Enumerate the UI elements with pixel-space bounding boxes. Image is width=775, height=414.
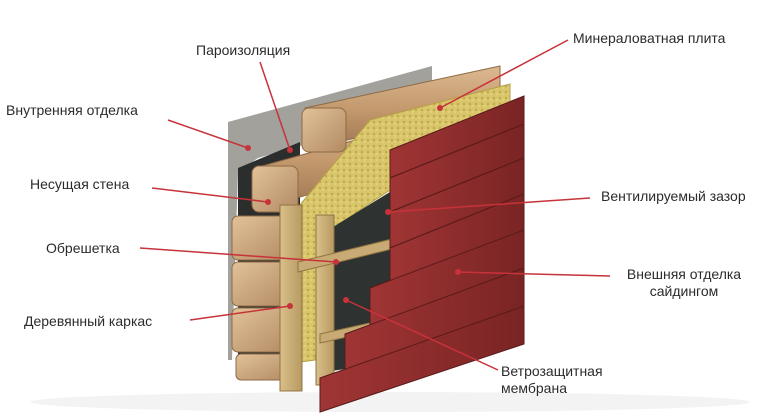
label-wind-membrane: Ветрозащитная мембрана xyxy=(501,363,603,397)
leader-dot-vapor-barrier xyxy=(287,147,293,153)
label-exterior-finish-line1: Внешняя отделка xyxy=(626,266,742,282)
label-wind-membrane-line1: Ветрозащитная xyxy=(501,363,603,379)
interior-finish-layer xyxy=(228,66,432,360)
leader-load-bearing-wall xyxy=(151,187,269,203)
leader-wind-membrane xyxy=(345,299,499,371)
leader-dot-mineral-wool xyxy=(437,105,443,111)
label-exterior-finish-line2: сайдингом xyxy=(649,283,719,299)
leader-dot-wood-frame xyxy=(287,303,293,309)
label-interior-finish: Внутренняя отделка xyxy=(6,102,138,118)
leader-interior-finish xyxy=(167,119,249,149)
label-exterior-finish: Внешняя отделка сайдингом xyxy=(614,266,754,300)
leader-wood-frame xyxy=(189,305,291,321)
leader-dot-load-bearing-wall xyxy=(265,199,271,205)
leader-dot-interior-finish xyxy=(245,145,251,151)
label-wind-membrane-line2: мембрана xyxy=(501,380,567,396)
leader-dot-battens xyxy=(333,259,339,265)
leader-dot-exterior-finish xyxy=(455,269,461,275)
leader-mineral-wool xyxy=(439,39,569,109)
leader-battens xyxy=(139,247,337,263)
label-wood-frame: Деревянный каркас xyxy=(24,313,153,329)
leader-ventilated-gap xyxy=(387,197,591,213)
label-battens: Обрешетка xyxy=(46,240,120,256)
leader-exterior-finish xyxy=(457,271,611,277)
floor-shadow xyxy=(30,392,750,412)
label-mineral-wool: Минераловатная плита xyxy=(573,30,726,46)
leader-dot-ventilated-gap xyxy=(385,209,391,215)
leader-dot-wind-membrane xyxy=(343,297,349,303)
label-ventilated-gap: Вентилируемый зазор xyxy=(601,188,746,204)
label-load-bearing-wall: Несущая стена xyxy=(30,176,130,192)
siding-panels xyxy=(319,95,525,413)
label-vapor-barrier: Пароизоляция xyxy=(196,42,291,58)
leader-vapor-barrier xyxy=(259,61,291,151)
